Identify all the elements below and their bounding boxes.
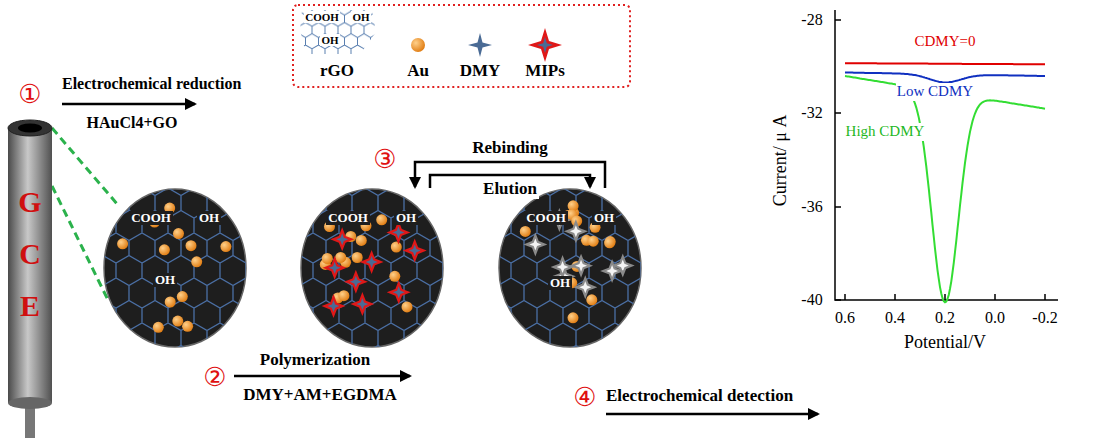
legend-group-label: OH <box>351 11 370 24</box>
tick-label: -32 <box>801 104 822 122</box>
step-reagent: DMY+AM+EGDMA <box>243 385 396 405</box>
composite-circle: COOH OH OH <box>498 188 642 348</box>
group-label: COOH <box>524 211 568 226</box>
step-number: ② <box>203 363 226 393</box>
axis-ticks <box>835 20 1045 300</box>
mips-icon <box>528 28 562 62</box>
tick-label: -36 <box>801 198 822 216</box>
zoom-line <box>52 186 108 300</box>
glassy-carbon-electrode: GCE <box>5 118 55 440</box>
group-label: COOH <box>326 211 370 226</box>
rgo-sheet-icon <box>300 10 376 54</box>
curve-label: CDMY=0 <box>914 33 977 50</box>
step-number: ④ <box>573 383 596 413</box>
legend-group-label: COOH <box>304 11 340 24</box>
step-arrow <box>62 103 195 106</box>
composite-circle: COOH OH <box>300 188 444 348</box>
dmy-icon <box>468 33 492 57</box>
au-icon <box>411 38 425 52</box>
dpv-curve <box>845 76 1045 302</box>
tick-label: 0.4 <box>885 309 905 327</box>
legend-label: rGO <box>320 61 354 81</box>
group-label: OH <box>592 211 616 226</box>
curve-label: High CDMY <box>845 123 926 140</box>
step-number: ③ <box>373 145 396 175</box>
tick-label: -40 <box>801 291 822 309</box>
step-reagent: HAuCl4+GO <box>87 114 178 132</box>
group-label: OH <box>197 211 221 226</box>
tick-label: -0.2 <box>1032 309 1057 327</box>
electrode-label: GCE <box>15 176 45 332</box>
tick-label: 0.0 <box>985 309 1005 327</box>
step-number: ① <box>18 80 41 110</box>
axis-title: Potential/V <box>904 332 986 353</box>
edge-label: Elution <box>481 179 539 199</box>
legend-box <box>293 5 630 87</box>
step-title: Electrochemical reduction <box>62 75 241 93</box>
dpv-curve <box>845 63 1045 64</box>
composite-circle: COOH OH OH <box>103 188 247 348</box>
group-label: COOH <box>129 211 173 226</box>
step-arrow <box>606 413 818 416</box>
step-title: Polymerization <box>260 350 370 370</box>
zoom-line <box>52 128 118 205</box>
curve-label: Low CDMY <box>896 83 974 100</box>
tick-label: 0.6 <box>835 309 855 327</box>
legend-label: DMY <box>460 61 501 81</box>
axis-title: Current/ μ A <box>771 114 792 206</box>
mips-core-icon <box>537 37 553 53</box>
step-title: Electrochemical detection <box>606 386 793 406</box>
group-label: OH <box>153 273 177 288</box>
group-label: OH <box>548 276 572 291</box>
legend-label: MIPs <box>525 61 565 81</box>
step-arrow <box>234 375 410 378</box>
legend-label: Au <box>407 61 429 81</box>
tick-label: -28 <box>801 11 822 29</box>
group-label: OH <box>394 211 418 226</box>
edge-label: Rebinding <box>470 138 550 158</box>
legend-group-label: OH <box>320 34 339 47</box>
tick-label: 0.2 <box>935 309 955 327</box>
chart-axes <box>835 10 1058 300</box>
